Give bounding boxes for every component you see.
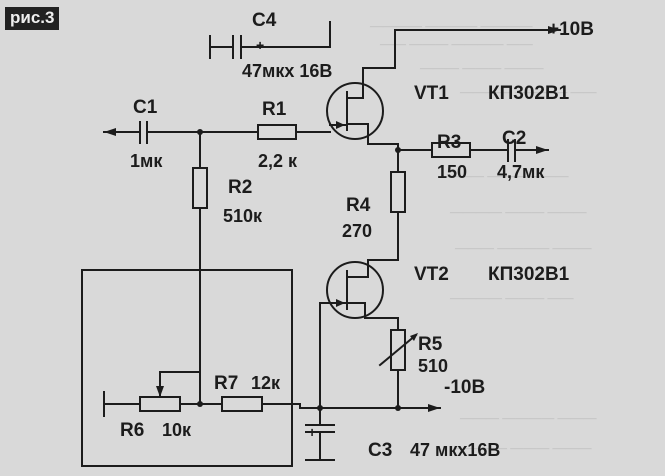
r5-resistor-symbol xyxy=(378,317,418,409)
vt2-type: КП302В1 xyxy=(488,264,570,285)
c1-capacitor-symbol xyxy=(132,121,259,144)
c3-ref: C3 xyxy=(368,440,393,461)
r3-ref: R3 xyxy=(437,132,462,153)
c4-capacitor-symbol xyxy=(209,35,257,59)
c2-ref: C2 xyxy=(502,128,527,149)
vt1-ref: VT1 xyxy=(414,83,449,104)
vt1-type: КП302В1 xyxy=(488,83,570,104)
input-wire xyxy=(103,128,134,136)
r5-ref: R5 xyxy=(418,334,443,355)
c1-value: 1мк xyxy=(130,151,163,171)
r6-ref: R6 xyxy=(120,420,145,441)
c4-plus: + xyxy=(256,37,265,53)
bias-frame xyxy=(81,269,293,467)
r6-value: 10к xyxy=(162,420,192,440)
r3-value: 150 xyxy=(437,162,468,182)
neg-rail-label: -10В xyxy=(444,377,486,398)
vt2-transistor-symbol xyxy=(319,259,399,319)
r7-ref: R7 xyxy=(214,373,239,394)
c2-capacitor-symbol xyxy=(507,139,549,162)
r6-potentiometer-symbol xyxy=(103,371,201,417)
c4-value: 47мкх 16В xyxy=(242,61,333,81)
pos-rail-label: +10В xyxy=(548,19,594,40)
junction-r6-r7 xyxy=(197,401,203,407)
figure-label: рис.3 xyxy=(5,7,60,30)
vt1-transistor-symbol xyxy=(326,67,384,145)
r1-value: 2,2 к xyxy=(258,151,298,171)
vt2-gate-wire xyxy=(299,302,321,426)
c3-value: 47 мкх16В xyxy=(410,440,501,460)
r2-ref: R2 xyxy=(228,177,253,198)
r1-ref: R1 xyxy=(262,99,287,120)
r7-resistor-symbol xyxy=(199,396,301,412)
r4-ref: R4 xyxy=(346,195,371,216)
c4-ref: C4 xyxy=(252,10,277,31)
r7-value: 12к xyxy=(251,373,281,393)
r2-value: 510к xyxy=(223,206,263,226)
r4-value: 270 xyxy=(342,221,373,241)
r4-resistor-symbol xyxy=(390,171,406,261)
r3-resistor-symbol xyxy=(397,142,509,158)
c1-ref: C1 xyxy=(133,97,158,118)
c2-value: 4,7мк xyxy=(497,162,545,182)
r1-resistor-symbol xyxy=(257,124,331,140)
vt2-ref: VT2 xyxy=(414,264,449,285)
r2-resistor-symbol xyxy=(192,131,208,373)
c3-plus: + xyxy=(308,424,317,440)
positive-rail xyxy=(255,21,561,69)
vt1-source-wire xyxy=(367,143,399,173)
c3-capacitor-symbol xyxy=(305,424,335,461)
negative-rail xyxy=(319,404,441,412)
r5-value: 510 xyxy=(418,356,449,376)
